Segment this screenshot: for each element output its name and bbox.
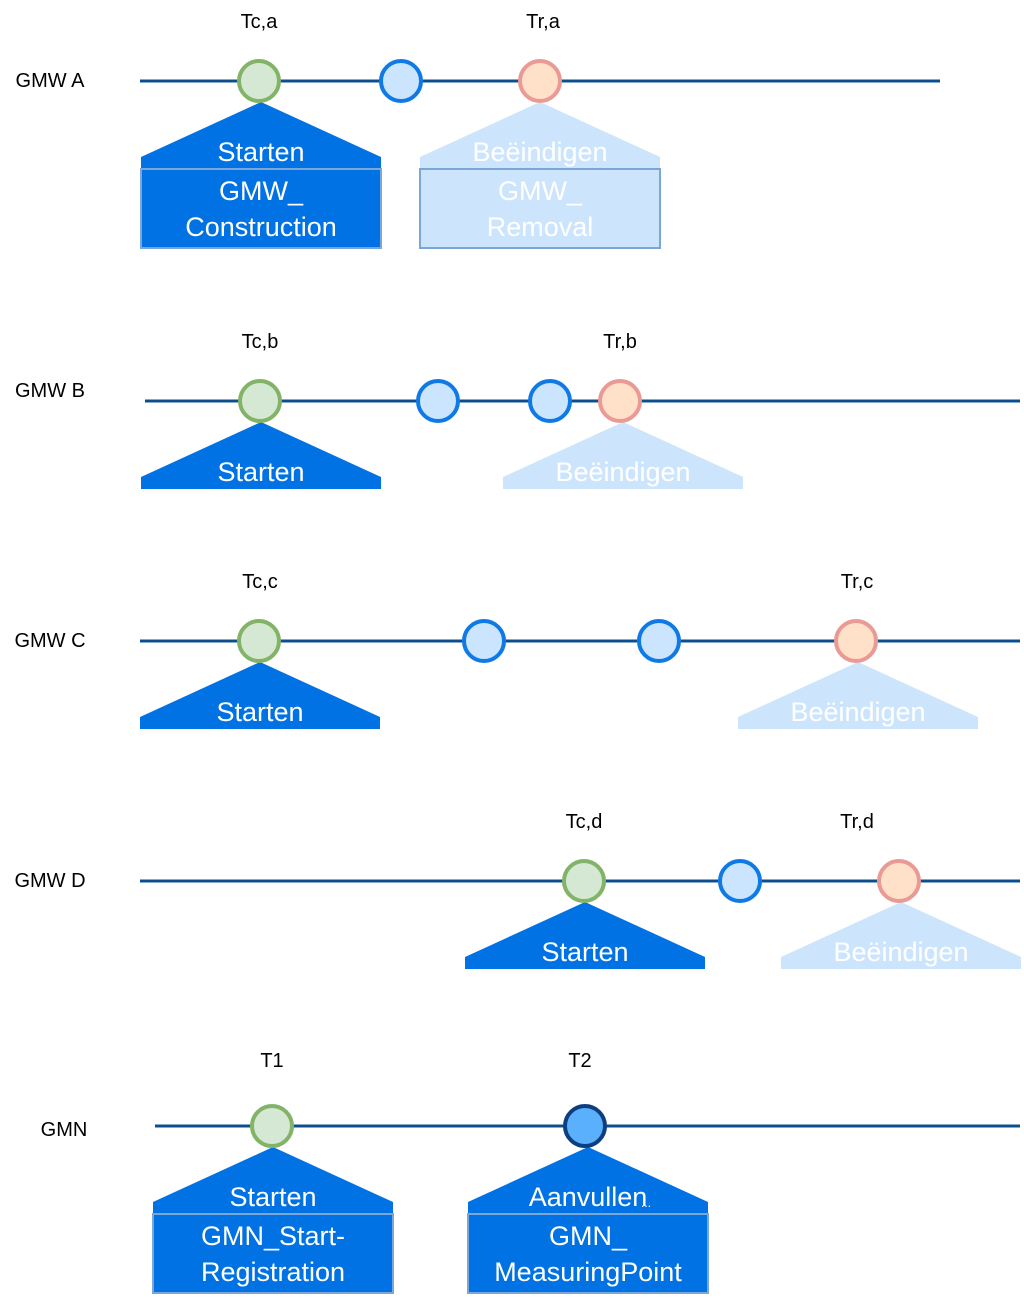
event-label: Beëindigen xyxy=(833,937,968,967)
event-pentagon xyxy=(738,662,978,729)
time-tag: T1 xyxy=(260,1050,283,1072)
event-detail-box xyxy=(419,168,661,249)
event-detail-line: Removal xyxy=(487,212,594,242)
milestone-start-circle xyxy=(250,1104,294,1148)
event-label: Starten xyxy=(217,457,304,487)
milestone-mid-circle xyxy=(718,859,762,903)
milestone-mid-circle xyxy=(528,379,572,423)
event-1: Beëindigen xyxy=(503,422,743,489)
time-tag: T2 xyxy=(568,1050,591,1072)
event-detail-line: Registration xyxy=(201,1257,345,1287)
milestone-start-circle xyxy=(562,859,606,903)
event-1: Beëindigen xyxy=(781,902,1021,969)
row-label: GMW D xyxy=(14,870,85,892)
milestone-start-circle xyxy=(237,619,281,663)
milestone-mid-circle xyxy=(416,379,460,423)
milestone-mid-circle xyxy=(637,619,681,663)
row-gmw-b: GMW B Starten Beëindigen Tc,b Tr,b xyxy=(15,331,1020,489)
time-tag: Tr,d xyxy=(840,811,874,833)
event-1: Beëindigen xyxy=(738,662,978,729)
event-label: Beëindigen xyxy=(555,457,690,487)
event-label: Starten xyxy=(217,137,304,167)
event-detail-line: GMN_Start- xyxy=(201,1221,345,1251)
event-label: Beëindigen xyxy=(472,137,607,167)
event-detail-line: Construction xyxy=(185,212,337,242)
event-pentagon xyxy=(141,422,381,489)
row-label: GMW C xyxy=(14,630,85,652)
time-tag: Tr,b xyxy=(603,331,637,353)
event-label: Starten xyxy=(229,1182,316,1212)
event-label: Beëindigen xyxy=(790,697,925,727)
event-pentagon xyxy=(140,662,380,729)
event-label: Starten xyxy=(541,937,628,967)
event-0: Starten xyxy=(465,902,705,969)
time-tag: Tc,d xyxy=(566,811,603,833)
event-0: Starten xyxy=(140,662,380,729)
event-pentagon xyxy=(141,102,381,169)
event-detail-line: GMW_ xyxy=(219,176,304,206)
event-detail-box xyxy=(152,1213,394,1294)
event-pentagon xyxy=(468,1147,708,1214)
row-label: GMN xyxy=(41,1119,88,1141)
event-pentagon xyxy=(465,902,705,969)
milestone-start-circle xyxy=(237,59,281,103)
event-label: Aanvullen xyxy=(529,1182,648,1212)
event-pentagon xyxy=(503,422,743,489)
milestone-dark-circle xyxy=(563,1104,607,1148)
milestone-end-circle xyxy=(598,379,642,423)
event-1: Aanvullen... GMN_ MeasuringPoint xyxy=(467,1147,709,1294)
event-detail-box xyxy=(467,1213,709,1294)
event-pentagon xyxy=(153,1147,393,1214)
event-0: Starten xyxy=(141,422,381,489)
event-pentagon xyxy=(420,102,660,169)
event-ellipsis: ... xyxy=(641,1196,651,1210)
event-label: Starten xyxy=(216,697,303,727)
row-gmw-c: GMW C Starten Beëindigen Tc,c Tr,c xyxy=(14,571,1020,729)
time-tag: Tc,b xyxy=(242,331,279,353)
row-label: GMW B xyxy=(15,380,85,402)
milestone-end-circle xyxy=(518,59,562,103)
time-tag: Tr,a xyxy=(526,11,561,33)
event-detail-line: GMW_ xyxy=(498,176,583,206)
event-detail-line: GMN_ xyxy=(549,1221,628,1251)
event-detail-line: MeasuringPoint xyxy=(494,1257,682,1287)
milestone-start-circle xyxy=(238,379,282,423)
milestone-end-circle xyxy=(877,859,921,903)
milestone-mid-circle xyxy=(462,619,506,663)
time-tag: Tc,a xyxy=(241,11,279,33)
milestone-mid-circle xyxy=(379,59,423,103)
time-tag: Tr,c xyxy=(841,571,874,593)
event-pentagon xyxy=(781,902,1021,969)
event-detail-box xyxy=(140,168,382,249)
milestone-end-circle xyxy=(834,619,878,663)
time-tag: Tc,c xyxy=(242,571,278,593)
row-label: GMW A xyxy=(16,70,86,92)
row-gmw-d: GMW D Starten Beëindigen Tc,d Tr,d xyxy=(14,811,1021,969)
